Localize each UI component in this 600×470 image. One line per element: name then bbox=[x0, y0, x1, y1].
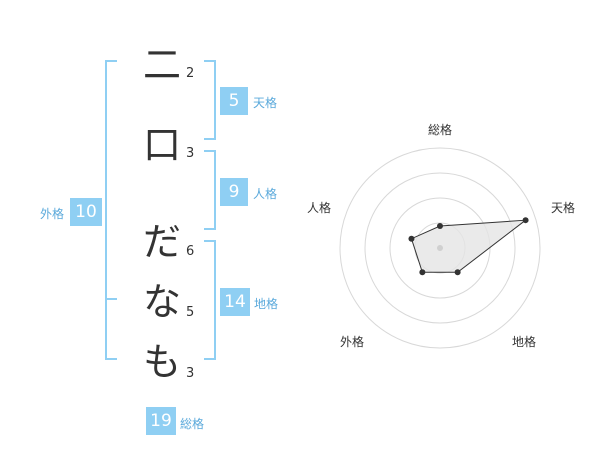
tenkaku-badge: 5 bbox=[220, 87, 248, 115]
stroke-count-2: 3 bbox=[186, 146, 195, 161]
radar-point-4 bbox=[419, 269, 426, 276]
radar-label-tenkaku: 天格 bbox=[551, 200, 575, 215]
gaikaku-badge: 10 bbox=[70, 198, 102, 226]
stroke-count-4: 5 bbox=[186, 305, 195, 320]
name-char-5: も bbox=[142, 340, 181, 384]
gaikaku-bracket-bottom bbox=[105, 358, 117, 360]
tenkaku-bracket-vertical bbox=[214, 60, 216, 140]
radar-label-jinkaku: 人格 bbox=[307, 200, 331, 215]
radar-point-5 bbox=[408, 235, 415, 242]
soukaku-label: 総格 bbox=[180, 417, 205, 431]
radar-ring-4 bbox=[339, 147, 541, 349]
gaikaku-bracket-top bbox=[105, 60, 117, 62]
jinkaku-bracket-vertical bbox=[214, 150, 216, 230]
chikaku-bracket-bottom bbox=[204, 358, 216, 360]
radar-point-2 bbox=[522, 217, 529, 224]
stroke-count-5: 3 bbox=[186, 366, 195, 381]
chikaku-bracket-top bbox=[204, 240, 216, 242]
radar-label-gaikaku: 外格 bbox=[340, 334, 364, 349]
radar-point-1 bbox=[437, 223, 443, 229]
radar-center-dot bbox=[437, 245, 443, 251]
jinkaku-label: 人格 bbox=[253, 187, 278, 201]
gaikaku-label: 外格 bbox=[40, 207, 65, 221]
gaikaku-bracket-middle bbox=[105, 298, 117, 300]
gaikaku-bracket-vertical bbox=[105, 60, 107, 360]
radar-point-3 bbox=[454, 269, 461, 276]
name-char-3: だ bbox=[142, 220, 181, 264]
chikaku-badge: 14 bbox=[220, 288, 250, 316]
stroke-count-1: 2 bbox=[186, 66, 195, 81]
name-char-2: 口 bbox=[142, 123, 181, 167]
jinkaku-bracket-bottom bbox=[204, 228, 216, 230]
soukaku-badge: 19 bbox=[146, 407, 176, 435]
radar-ring-3 bbox=[364, 172, 516, 324]
tenkaku-bracket-bottom bbox=[204, 138, 216, 140]
radar-label-soukaku: 総格 bbox=[428, 122, 452, 137]
name-char-1: 二 bbox=[142, 43, 181, 87]
jinkaku-badge: 9 bbox=[220, 178, 248, 206]
chikaku-label: 地格 bbox=[254, 297, 279, 311]
chikaku-bracket-vertical bbox=[214, 240, 216, 360]
jinkaku-bracket-top bbox=[204, 150, 216, 152]
tenkaku-label: 天格 bbox=[253, 96, 278, 110]
radar-polygon bbox=[410, 219, 528, 273]
name-char-4: な bbox=[142, 280, 181, 324]
stroke-count-3: 6 bbox=[186, 244, 195, 259]
tenkaku-bracket-top bbox=[204, 60, 216, 62]
radar-label-chikaku: 地格 bbox=[512, 334, 536, 349]
